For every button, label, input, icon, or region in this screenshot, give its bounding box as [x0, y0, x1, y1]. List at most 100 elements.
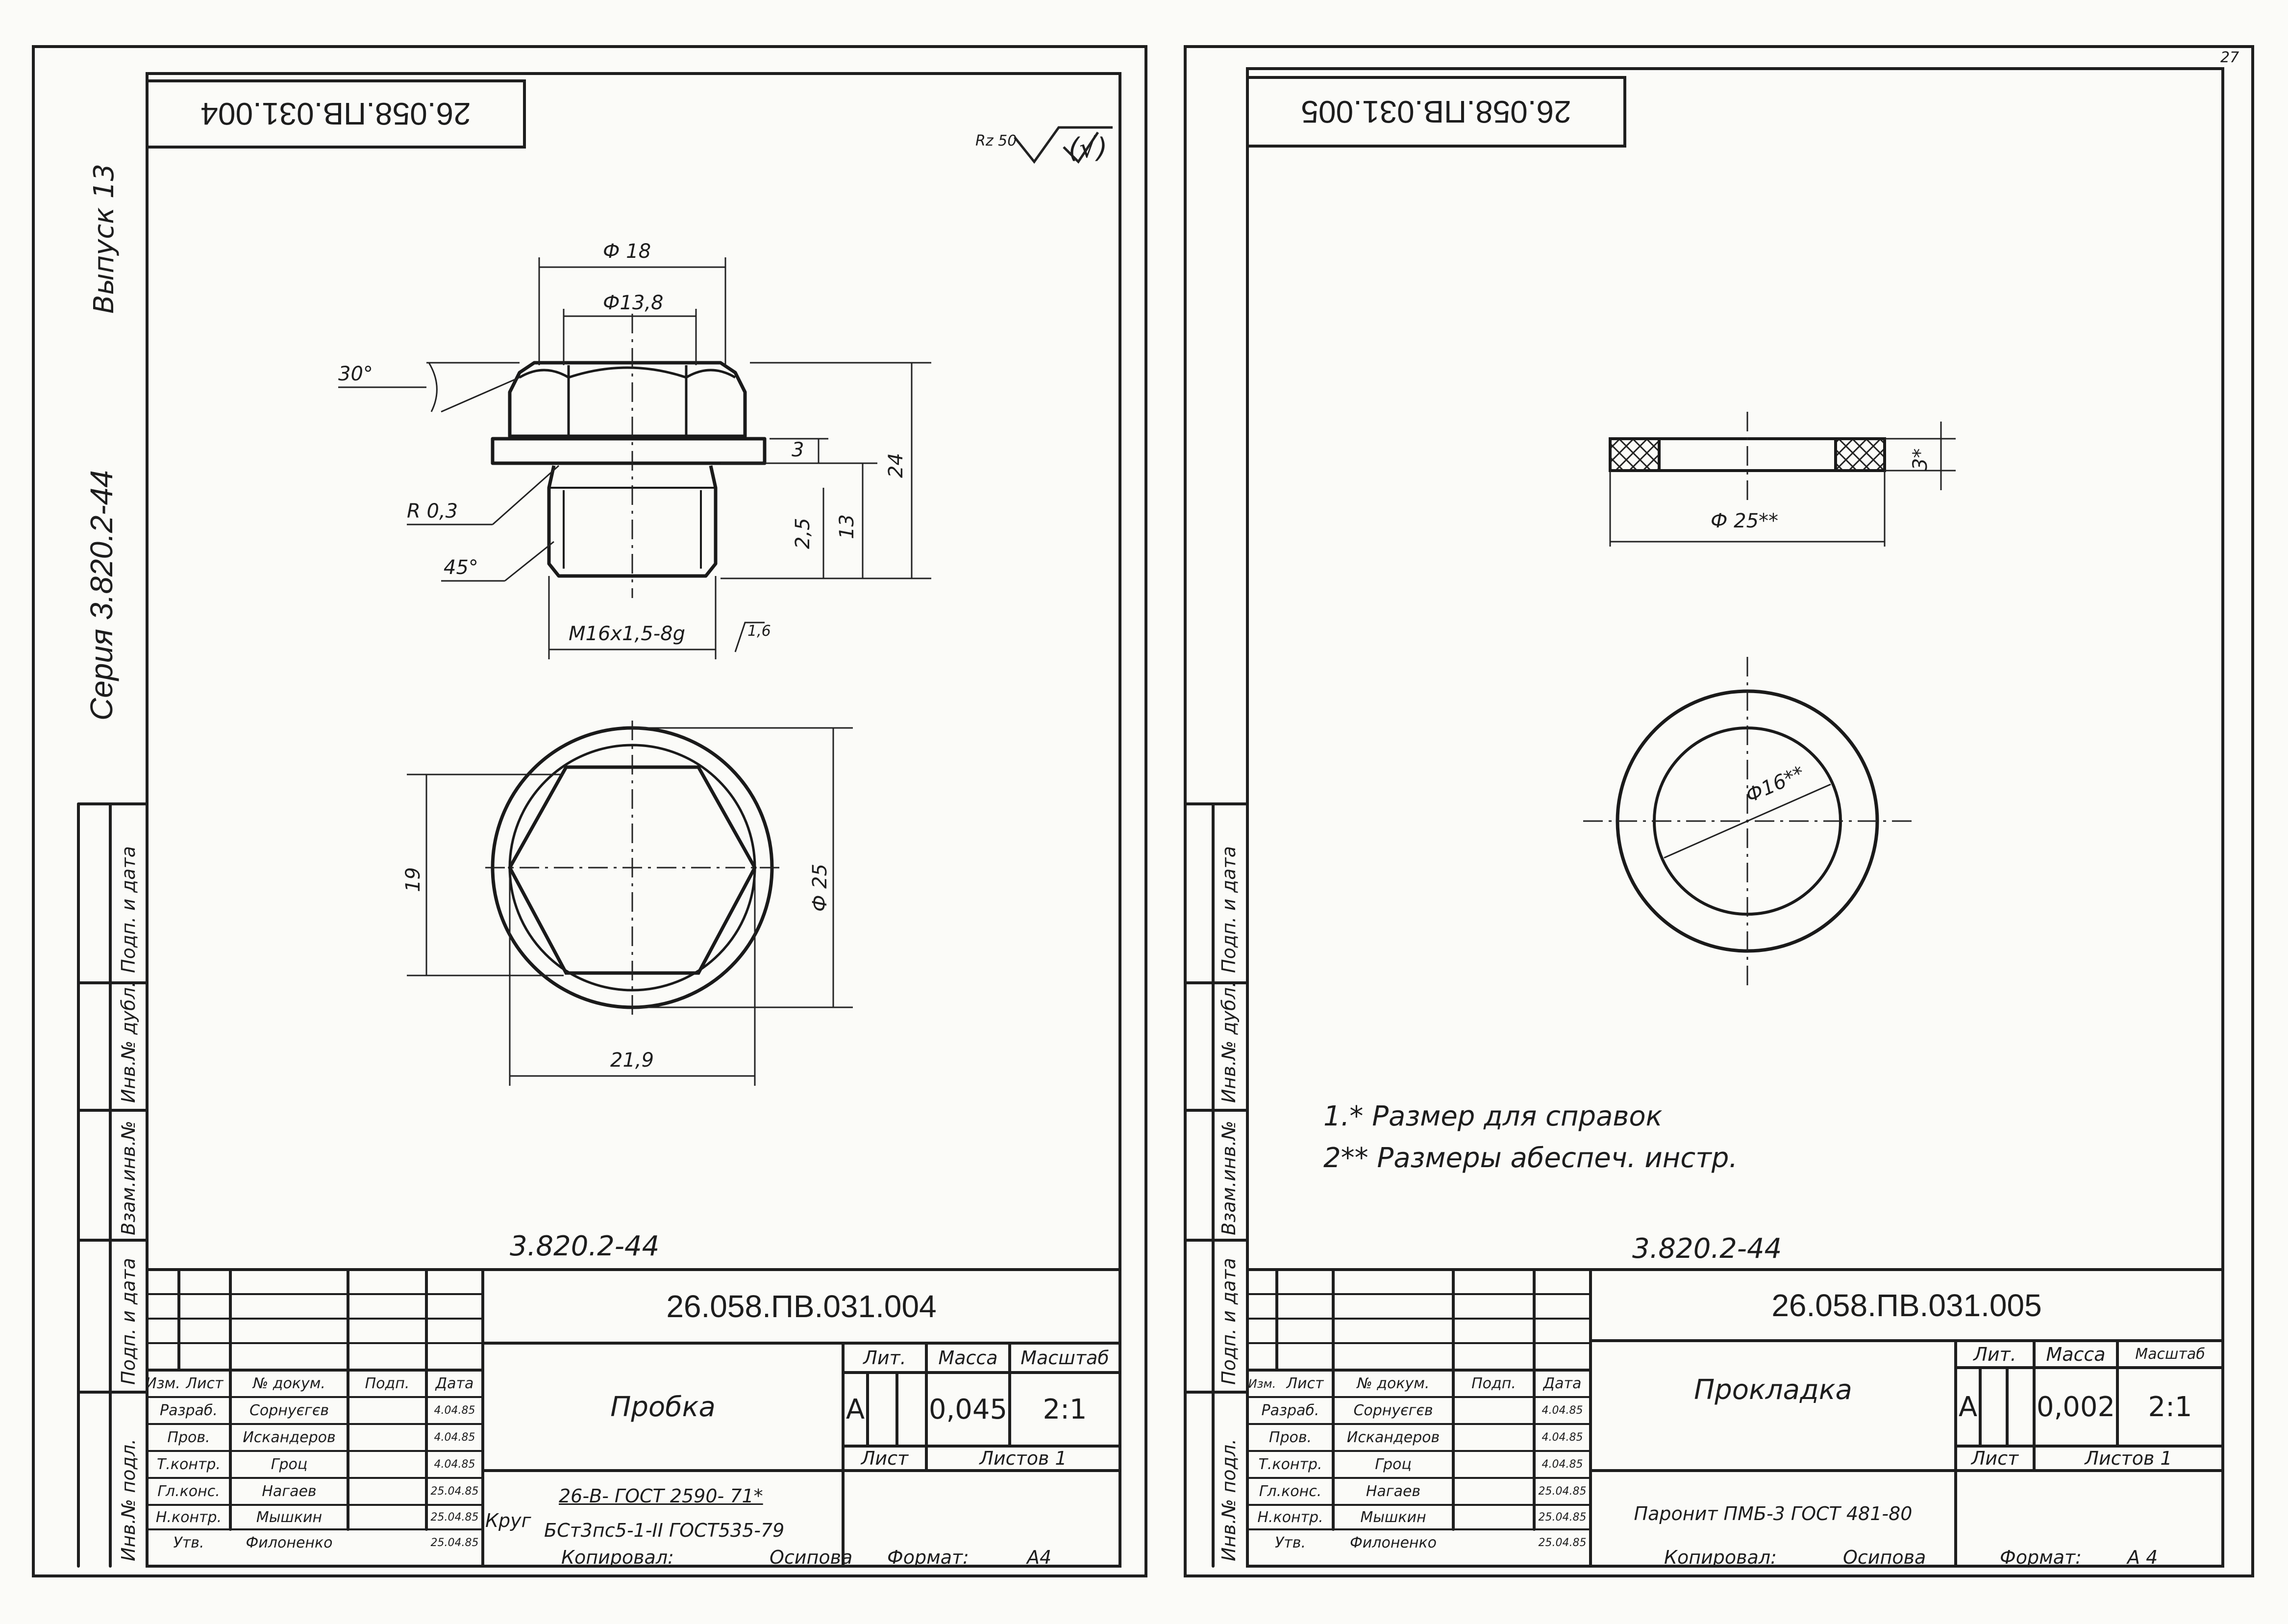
right-mass-label: Масса: [2046, 1343, 2106, 1365]
right-drawing-ref: 3.820.2-44: [1632, 1233, 1782, 1265]
sidebar-cell-replace-inv: Взам.инв.№: [118, 1121, 139, 1235]
dim-h24: 24: [885, 453, 907, 478]
right-header-date: Дата: [1543, 1375, 1582, 1392]
right-date: 4.04.85: [1542, 1404, 1583, 1417]
left-surname: Сорнуєгєв: [249, 1402, 329, 1419]
right-inner-frame: [1246, 67, 2224, 1568]
dim-d18: Ф 18: [603, 240, 651, 263]
left-header-doc: № докум.: [253, 1375, 325, 1392]
dim-d25: Ф 25: [809, 863, 831, 912]
sidebar-cell-dup-inv: Инв.№ дубл.: [118, 981, 139, 1103]
left-inner-frame: [146, 72, 1121, 1568]
left-surname: Гроц: [271, 1456, 308, 1473]
left-role: Утв.: [173, 1534, 204, 1551]
note-2: 2** Размеры абеспеч. инстр.: [1323, 1142, 1738, 1174]
right-sidebar-cell-orig-inv: Инв.№ подл.: [1218, 1438, 1240, 1561]
right-part-name: Прокладка: [1694, 1374, 1852, 1406]
note-1: 1.* Размер для справок: [1323, 1100, 1663, 1132]
right-role: Пров.: [1268, 1429, 1312, 1446]
right-sidebar-cell-sign-date-2: Подп. и дата: [1218, 1258, 1240, 1385]
left-material-line1: 26-В- ГОСТ 2590- 71*: [559, 1485, 763, 1507]
right-role: Н.контр.: [1257, 1508, 1323, 1526]
right-designation: 26.058.ПВ.031.005: [1771, 1287, 2042, 1323]
left-mass-value: 0,045: [928, 1393, 1008, 1425]
left-designation: 26.058.ПВ.031.004: [666, 1289, 937, 1324]
left-surname: Нагаев: [262, 1483, 317, 1500]
sidebar-cell-sign-date-2: Подп. и дата: [118, 1258, 139, 1385]
left-header-sign: Подп.: [365, 1375, 410, 1392]
left-header-list: Лист: [186, 1375, 224, 1392]
gasket-dim-h3: 3*: [1909, 448, 1932, 471]
left-material-line2: БСт3пс5-1-II ГОСТ535-79: [544, 1520, 785, 1541]
left-date: 4.04.85: [434, 1431, 475, 1444]
left-surname: Искандеров: [243, 1429, 336, 1446]
dim-d13-8: Ф13,8: [603, 292, 664, 314]
right-date: 25.04.85: [1538, 1511, 1587, 1524]
right-scale-value: 2:1: [2148, 1391, 2192, 1423]
plug-front-view: [491, 361, 767, 578]
left-drawing-ref: 3.820.2-44: [510, 1230, 660, 1262]
left-format-value: А4: [1027, 1547, 1052, 1568]
roughness-mark: (√): [1069, 132, 1108, 164]
right-role: Гл.конс.: [1259, 1483, 1322, 1500]
left-sheet-frame: [32, 45, 1147, 1577]
left-part-name: Пробка: [610, 1391, 716, 1423]
right-top-stamp: 26.058.ПВ.031.005: [1301, 94, 1571, 129]
left-role: Пров.: [167, 1429, 210, 1446]
left-date: 4.04.85: [434, 1458, 475, 1471]
left-header-date: Дата: [435, 1375, 474, 1392]
right-role: Т.контр.: [1258, 1456, 1322, 1473]
dim-thread: M16x1,5-8g: [569, 623, 685, 645]
left-sheet-label: Лист: [861, 1448, 909, 1469]
page-number: 27: [2220, 49, 2239, 66]
right-copied-label: Копировал:: [1664, 1547, 1777, 1568]
dim-angle45: 45°: [444, 556, 478, 579]
left-lit-label: Лит.: [863, 1347, 906, 1369]
right-header-sign: Подп.: [1471, 1375, 1516, 1392]
left-top-stamp: 26.058.ПВ.031.004: [200, 96, 471, 132]
right-date: 25.04.85: [1538, 1485, 1587, 1498]
right-lit-value: А: [1958, 1391, 1978, 1423]
roughness-note: Rz 50: [975, 132, 1017, 150]
right-role: Разраб.: [1261, 1402, 1319, 1419]
right-copied-by: Осипова: [1843, 1547, 1926, 1568]
left-date: 25.04.85: [430, 1537, 479, 1549]
left-copied-by: Осипова: [770, 1547, 853, 1568]
left-role: Т.контр.: [156, 1456, 221, 1473]
gasket-section-view: [1609, 437, 1886, 472]
right-header-izm: Изм.: [1248, 1376, 1276, 1391]
left-date: 4.04.85: [434, 1404, 475, 1417]
left-material-label: Круг: [485, 1510, 531, 1531]
dim-h13: 13: [836, 514, 858, 539]
right-date: 25.04.85: [1538, 1537, 1587, 1549]
dim-r03: R 0,3: [407, 500, 458, 523]
dim-e21-9: 21,9: [610, 1049, 654, 1072]
left-mass-label: Масса: [938, 1347, 998, 1369]
right-header-doc: № докум.: [1357, 1375, 1430, 1392]
left-sheets-label: Листов 1: [979, 1448, 1067, 1469]
left-surname: Мышкин: [256, 1508, 323, 1526]
right-format-label: Формат:: [2000, 1547, 2082, 1568]
series-label: Серия 3.820.2-44: [84, 470, 119, 721]
right-sidebar-cell-dup-inv: Инв.№ дубл.: [1218, 981, 1240, 1103]
left-copied-label: Копировал:: [561, 1547, 674, 1568]
right-surname: Сорнуєгєв: [1353, 1402, 1433, 1419]
gasket-dim-d25: Ф 25**: [1711, 510, 1779, 532]
left-date: 25.04.85: [430, 1485, 479, 1498]
left-role: Разраб.: [160, 1402, 218, 1419]
right-scale-label: Масштаб: [2135, 1346, 2205, 1363]
left-scale-value: 2:1: [1043, 1393, 1087, 1425]
left-surname: Филоненко: [246, 1534, 333, 1551]
sidebar-cell-sign-date: Подп. и дата: [118, 846, 139, 973]
dim-h2-5: 2,5: [792, 518, 814, 549]
sidebar-cell-orig-inv: Инв.№ подл.: [118, 1438, 139, 1561]
right-sheet-frame: [1184, 45, 2254, 1577]
right-format-value: А 4: [2127, 1547, 2158, 1568]
right-header-list: Лист: [1286, 1375, 1324, 1392]
dim-rough16: 1,6: [747, 623, 771, 640]
right-surname: Искандеров: [1346, 1429, 1440, 1446]
right-lit-label: Лит.: [1973, 1343, 2016, 1365]
issue-label: Выпуск 13: [88, 163, 120, 314]
left-header-izm: Изм.: [147, 1375, 179, 1392]
